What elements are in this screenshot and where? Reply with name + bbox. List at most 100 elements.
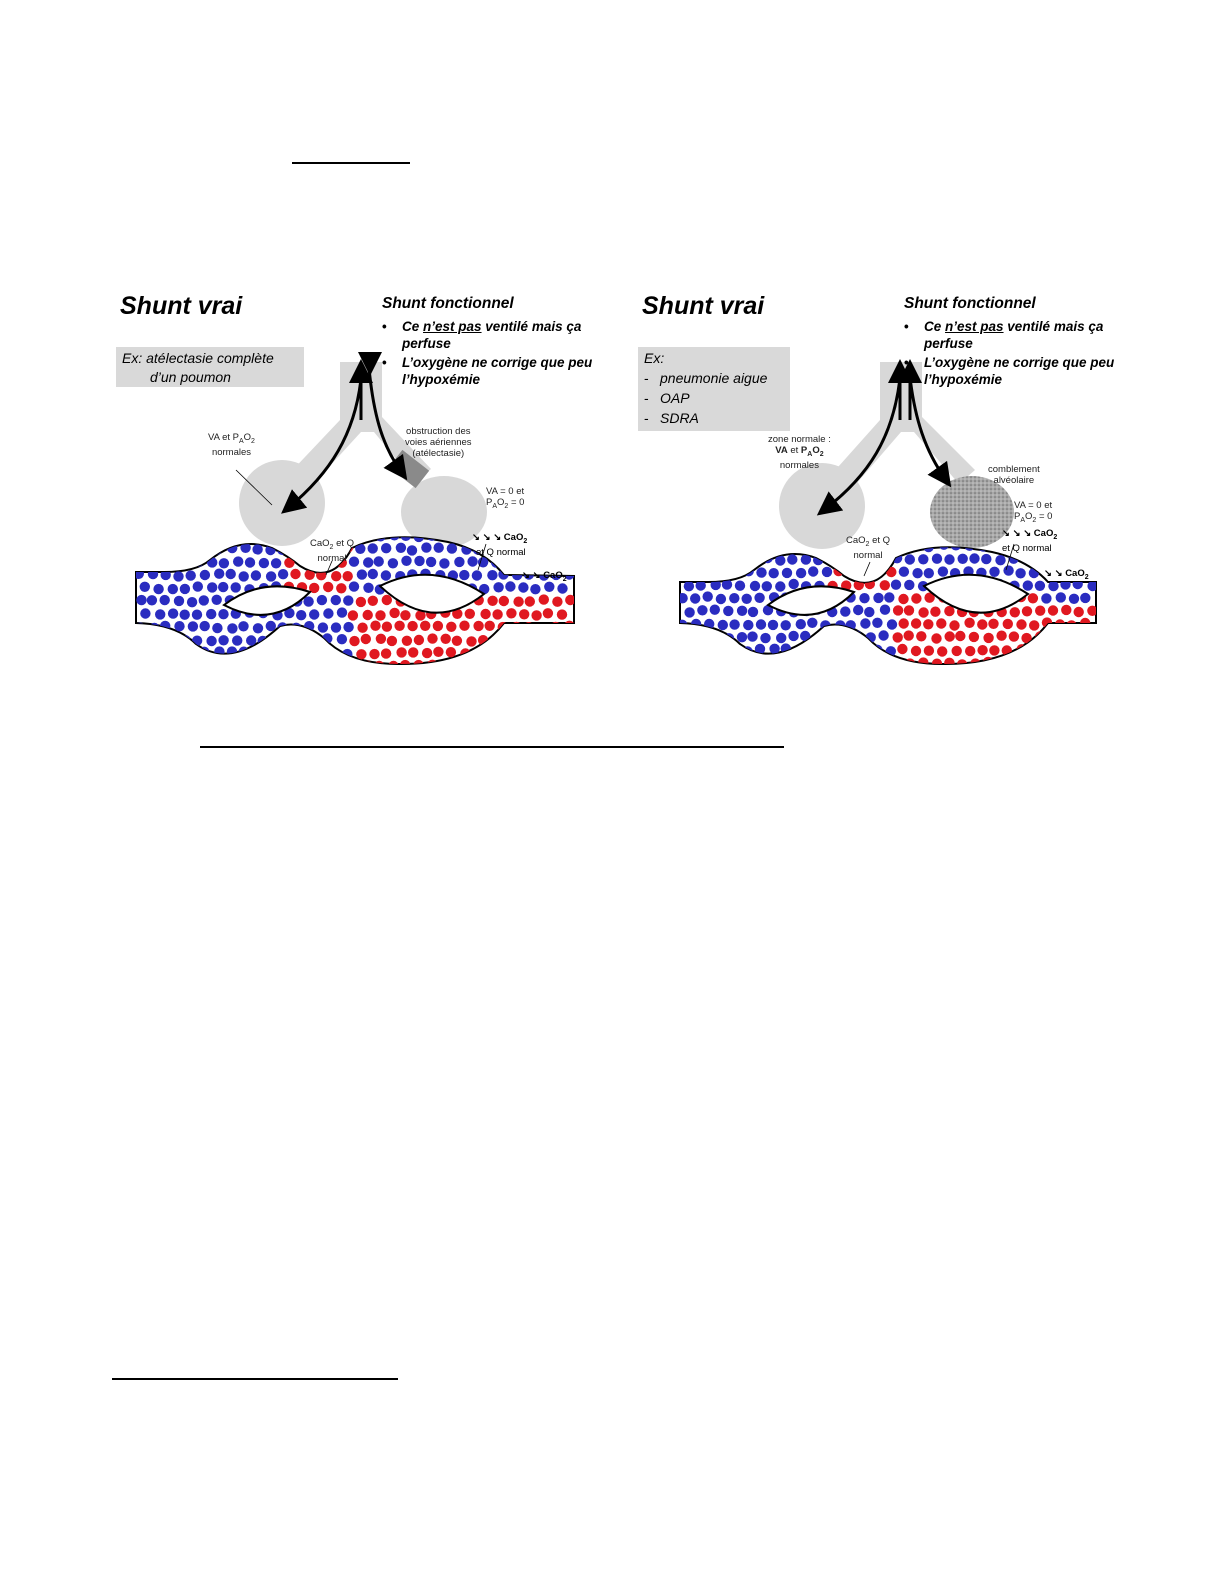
blood-cell bbox=[140, 608, 151, 619]
blood-cell bbox=[441, 659, 452, 665]
blood-cell bbox=[381, 543, 392, 554]
blood-cell bbox=[710, 657, 721, 665]
filled-alveolus bbox=[930, 476, 1014, 548]
blood-cell bbox=[565, 544, 574, 555]
blood-cell bbox=[477, 557, 489, 568]
blood-cell bbox=[363, 557, 374, 568]
blood-cell bbox=[944, 605, 955, 617]
blood-cell bbox=[330, 594, 341, 606]
blood-cell bbox=[370, 620, 381, 631]
blood-cell bbox=[218, 537, 230, 541]
airway-tree bbox=[287, 362, 431, 491]
blood-cell bbox=[741, 547, 752, 551]
blood-cell bbox=[270, 558, 282, 569]
heading-underline bbox=[292, 162, 410, 164]
blood-cell bbox=[395, 542, 407, 553]
blood-cell bbox=[335, 660, 347, 665]
blood-cell bbox=[556, 609, 568, 620]
blood-cell bbox=[879, 604, 891, 615]
blood-cell bbox=[886, 566, 897, 578]
blood-cell bbox=[768, 568, 779, 579]
blood-cell bbox=[348, 556, 360, 567]
blood-cell bbox=[756, 567, 767, 578]
blood-cell bbox=[519, 609, 530, 620]
blood-cell bbox=[807, 617, 818, 628]
blood-cell bbox=[200, 543, 211, 554]
blood-cell bbox=[227, 623, 238, 634]
blood-cell bbox=[146, 595, 158, 606]
blood-cell bbox=[1015, 568, 1026, 579]
blood-cell bbox=[244, 557, 256, 568]
blood-cell bbox=[136, 647, 145, 658]
blood-cell bbox=[557, 661, 568, 665]
blood-cell bbox=[892, 632, 903, 643]
blood-cell bbox=[910, 618, 922, 629]
blood-cell bbox=[684, 657, 695, 665]
blood-cell bbox=[680, 567, 687, 578]
blood-cell bbox=[295, 635, 306, 646]
blood-cell bbox=[923, 568, 934, 579]
underlined-text: n’est pas bbox=[423, 319, 482, 334]
blood-cell bbox=[821, 644, 832, 656]
blood-cell bbox=[284, 557, 295, 568]
blood-cell bbox=[787, 554, 798, 565]
blood-cell bbox=[308, 660, 320, 665]
blood-cell bbox=[683, 581, 695, 592]
blood-cell bbox=[1048, 580, 1059, 592]
functional-shunt-title: Shunt fonctionnel bbox=[904, 295, 1036, 312]
blood-cell bbox=[864, 606, 875, 618]
blood-cell bbox=[316, 594, 328, 606]
blood-cell bbox=[289, 545, 301, 556]
blood-cell bbox=[186, 597, 198, 608]
blood-cell bbox=[167, 659, 178, 665]
blood-cell bbox=[1027, 593, 1039, 604]
blood-cell bbox=[388, 660, 399, 665]
blood-cell bbox=[427, 633, 438, 644]
blood-cell bbox=[542, 608, 554, 619]
blood-cell bbox=[692, 643, 703, 654]
blood-cell bbox=[977, 645, 988, 656]
blood-cell bbox=[680, 547, 689, 553]
blood-cell bbox=[708, 630, 719, 642]
blood-cell bbox=[879, 580, 890, 591]
blood-cell bbox=[683, 554, 694, 565]
blood-cell bbox=[931, 553, 943, 564]
blood-cell bbox=[490, 634, 502, 645]
blood-cell bbox=[168, 537, 179, 541]
blood-cell bbox=[518, 634, 529, 646]
blood-cell bbox=[1086, 552, 1096, 563]
blood-cell bbox=[446, 543, 458, 554]
blood-cell bbox=[226, 646, 238, 657]
outflow-label: ↘ ↘ CaO2 bbox=[1044, 568, 1089, 581]
blood-cell bbox=[218, 609, 229, 620]
blood-cell bbox=[265, 544, 276, 556]
blood-cell bbox=[214, 646, 225, 657]
example-line: atélectasie complète bbox=[146, 350, 274, 366]
blood-cell bbox=[538, 647, 550, 658]
blood-cell bbox=[432, 620, 444, 632]
blood-cell bbox=[1066, 620, 1077, 631]
blood-cell bbox=[401, 635, 413, 646]
blood-cell bbox=[800, 554, 812, 565]
blood-cell bbox=[742, 646, 753, 657]
blood-cell bbox=[142, 660, 153, 665]
blood-cell bbox=[531, 610, 542, 621]
blood-cell bbox=[464, 608, 475, 619]
blood-cell bbox=[781, 567, 793, 579]
blood-cell bbox=[454, 556, 465, 568]
blood-cell bbox=[565, 594, 574, 606]
blood-cell bbox=[680, 593, 688, 604]
blood-cell bbox=[252, 623, 264, 634]
blood-cell bbox=[205, 662, 217, 665]
blood-cell bbox=[173, 595, 185, 607]
blood-cell bbox=[160, 620, 171, 632]
blood-cell bbox=[206, 635, 217, 647]
blood-cell bbox=[776, 632, 787, 644]
blood-cell bbox=[703, 547, 715, 552]
blood-cell bbox=[552, 596, 563, 607]
blood-cell bbox=[697, 632, 708, 643]
blood-cell bbox=[538, 623, 550, 634]
blood-cell bbox=[715, 547, 726, 551]
